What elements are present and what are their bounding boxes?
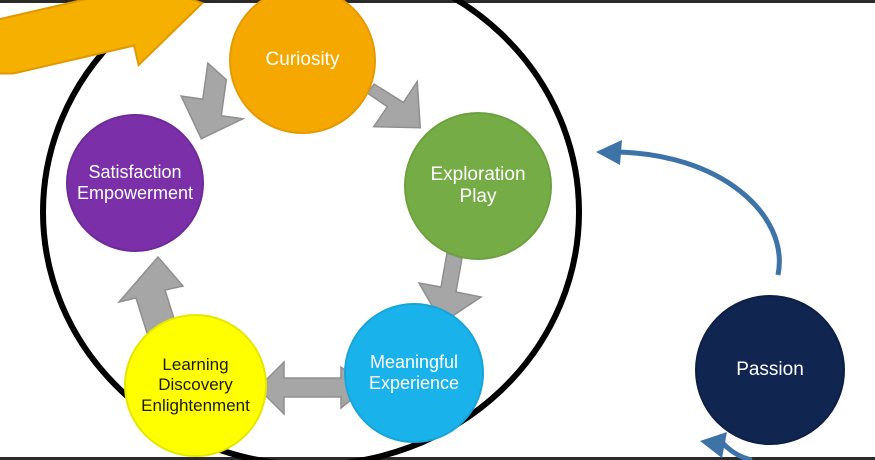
node-curiosity-label: Curiosity xyxy=(265,49,340,71)
node-exploration-play[interactable]: Exploration Play xyxy=(404,112,552,260)
arrow-satisfaction-to-curiosity xyxy=(179,61,246,140)
cycle-boundary-ellipse xyxy=(40,0,582,460)
passion-to-cycle-arrow xyxy=(596,140,782,276)
node-meaningful-experience[interactable]: Meaningful Experience xyxy=(344,303,484,443)
passion-outgoing-arrow xyxy=(700,432,753,460)
node-learning-discovery-enlightenment[interactable]: Learning Discovery Enlightenment xyxy=(124,314,267,457)
node-satisfaction-empowerment[interactable]: Satisfaction Empowerment xyxy=(66,114,204,252)
arrow-curiosity-to-exploration xyxy=(366,79,422,129)
node-exploration-label-line1: Exploration xyxy=(430,163,526,185)
node-passion-label: Passion xyxy=(736,358,804,380)
node-satisfaction-label-line2: Empowerment xyxy=(76,183,194,203)
node-meaningful-label-line1: Meaningful xyxy=(369,351,459,372)
motivation-arrow xyxy=(0,0,205,75)
frame-top-border xyxy=(0,0,875,3)
node-learning-label-line3: Enlightenment xyxy=(141,395,250,415)
frame-bottom-border xyxy=(0,457,875,460)
node-exploration-label-line2: Play xyxy=(459,186,497,207)
node-learning-label-line1: Learning xyxy=(162,355,229,375)
node-learning-label-line2: Discovery xyxy=(158,375,233,395)
node-satisfaction-label-line1: Satisfaction xyxy=(88,161,182,182)
node-passion[interactable]: Passion xyxy=(695,295,845,445)
node-meaningful-label-line2: Experience xyxy=(368,373,460,393)
node-curiosity[interactable]: Curiosity xyxy=(229,0,376,134)
